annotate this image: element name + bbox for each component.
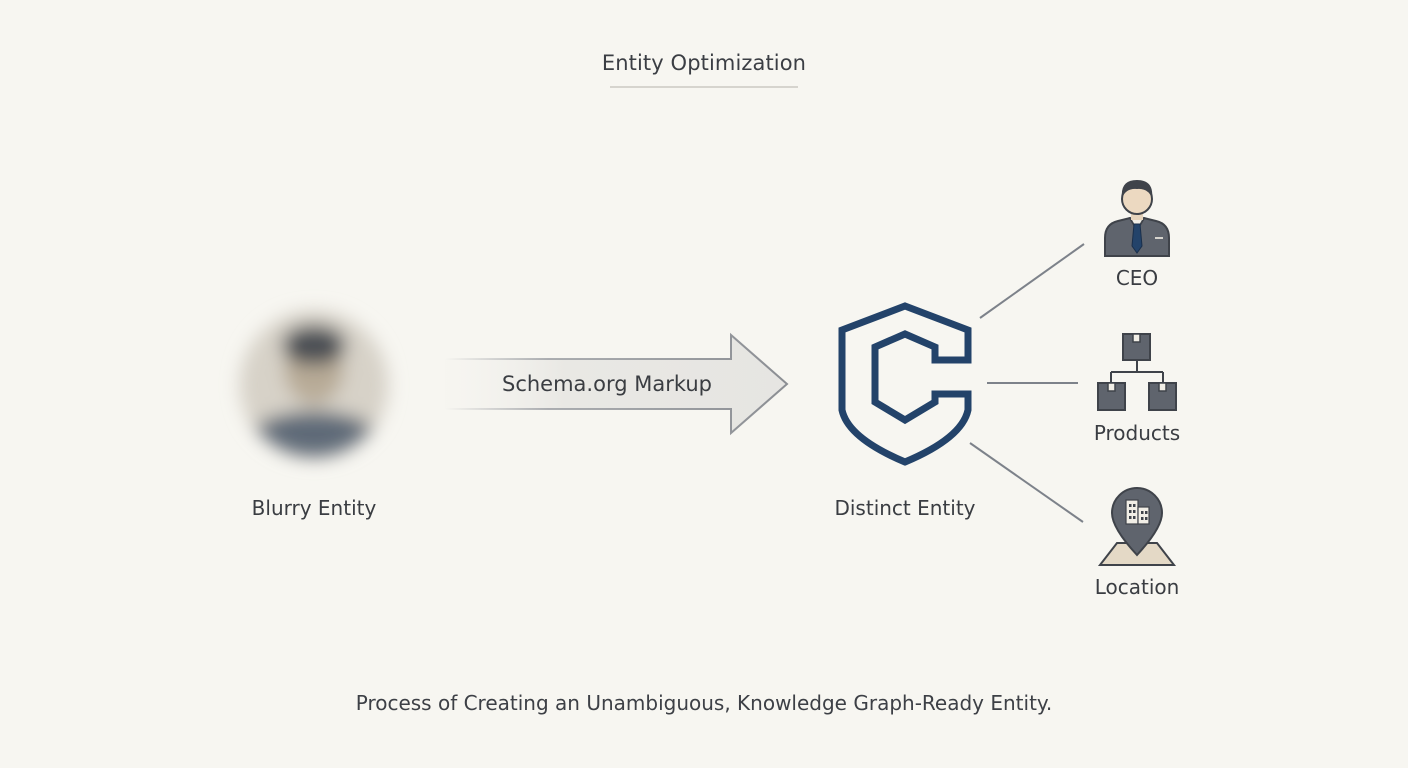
diagram-title: Entity Optimization — [601, 51, 807, 75]
attribute-label-ceo: CEO — [1115, 266, 1159, 290]
source-label: Blurry Entity — [251, 496, 377, 520]
distinct-entity-logo-icon — [838, 302, 972, 466]
attribute-label-products: Products — [1093, 421, 1181, 445]
process-arrow — [444, 332, 789, 436]
attribute-label-location: Location — [1094, 575, 1180, 599]
connector-ceo — [979, 243, 1085, 319]
blurry-avatar-icon — [240, 311, 388, 459]
process-label: Schema.org Markup — [502, 372, 712, 396]
map-pin-building-icon — [1097, 487, 1177, 566]
title-underline — [610, 86, 798, 88]
diagram-caption: Process of Creating an Unambiguous, Know… — [355, 691, 1053, 715]
connector-location — [969, 442, 1084, 523]
target-label: Distinct Entity — [834, 496, 976, 520]
product-hierarchy-icon — [1097, 333, 1177, 411]
businessman-icon — [1104, 180, 1170, 257]
